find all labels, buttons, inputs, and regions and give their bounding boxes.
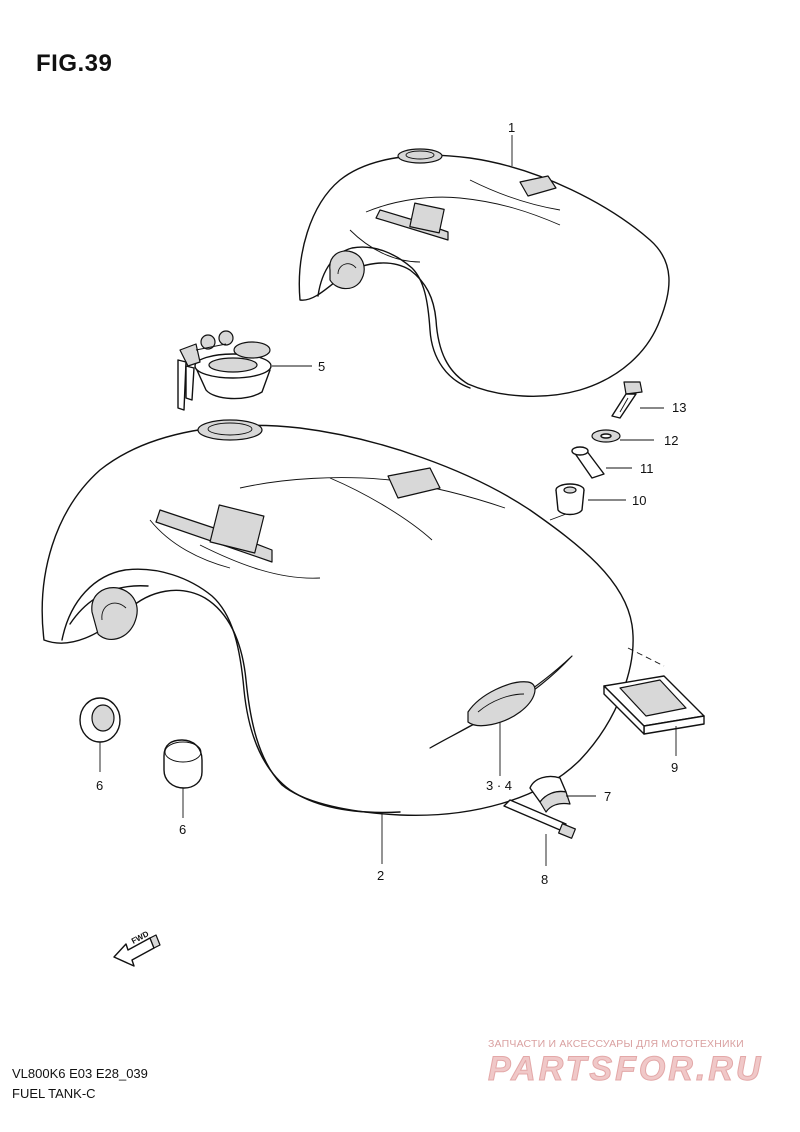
- watermark-brand: PARTSFOR.RU: [487, 1050, 764, 1089]
- fuel-cap-with-keys: [177, 330, 272, 411]
- plug-open: [79, 697, 121, 743]
- model-code: VL800K6 E03 E28_039: [12, 1066, 148, 1081]
- washer: [591, 429, 621, 443]
- callout-6a: 6: [96, 778, 104, 793]
- cable-tie: [503, 799, 576, 839]
- rubber-pad: [603, 675, 705, 735]
- callout-7: 7: [604, 789, 612, 804]
- leader-lines: [99, 135, 677, 866]
- callout-3-4: 3 · 4: [486, 778, 513, 793]
- callout-9: 9: [671, 760, 679, 775]
- callout-12: 12: [664, 433, 679, 448]
- callout-8: 8: [541, 872, 549, 887]
- bolt: [611, 381, 643, 419]
- callout-13: 13: [672, 400, 687, 415]
- cushion: [555, 483, 585, 516]
- collar: [571, 446, 605, 479]
- watermark-tagline: ЗАПЧАСТИ И АКСЕССУАРЫ ДЛЯ МОТОТЕХНИКИ: [488, 1038, 744, 1050]
- fuel-tank-large: [41, 419, 634, 817]
- fuel-tank-small: [298, 148, 670, 397]
- plug-cap: [163, 739, 203, 789]
- callout-10: 10: [632, 493, 647, 508]
- callout-2: 2: [377, 868, 385, 883]
- callout-11: 11: [640, 461, 654, 476]
- figure-title: FIG.39: [36, 50, 113, 77]
- fwd-arrow-icon: [113, 934, 161, 967]
- callout-6b: 6: [179, 822, 187, 837]
- group-name: FUEL TANK-C: [12, 1086, 96, 1101]
- clamp: [529, 775, 571, 813]
- callout-1: 1: [508, 120, 516, 135]
- callout-5: 5: [318, 359, 326, 374]
